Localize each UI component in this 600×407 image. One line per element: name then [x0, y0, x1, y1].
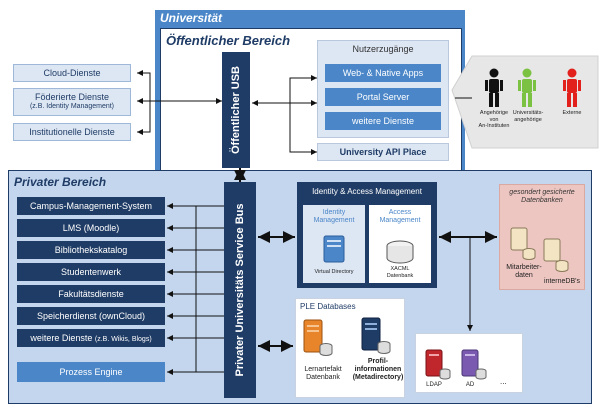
ldap-server-icon: [425, 349, 451, 380]
portal-server: Portal Server: [325, 88, 441, 106]
xacml-database-icon: [386, 240, 414, 264]
federated-services-label: Föderierte Dienste: [34, 92, 110, 102]
university-title: Universität: [160, 11, 223, 25]
learning-artifact-label: Lernartefakt Datenbank: [304, 366, 342, 381]
private-area-title: Privater Bereich: [14, 175, 107, 189]
federated-services-sublabel: (z.B. Identity Management): [29, 103, 115, 110]
user-label-external: Externe: [562, 110, 582, 116]
member-affiliated-institutes-figure: [485, 68, 503, 107]
employee-data-label: Mitarbeiter- daten: [506, 264, 542, 279]
virtual-directory-caption: Virtual Directory: [314, 269, 354, 275]
ldap-label: LDAP: [426, 382, 442, 388]
identity-management-label: Identity Management: [313, 209, 355, 224]
service-storage-owncloud: Speicherdienst (ownCloud): [17, 307, 165, 325]
public-area-title: Öffentlicher Bereich: [166, 33, 291, 48]
university-member-figure: [518, 68, 536, 107]
internal-db-label: interneDB's: [544, 278, 580, 285]
ad-label: AD: [465, 382, 475, 388]
internal-db-server-icon: [543, 238, 569, 272]
web-native-apps: Web- & Native Apps: [325, 64, 441, 82]
public-usb-bar: Öffentlicher USB: [222, 52, 250, 168]
service-faculty: Fakultätsdienste: [17, 285, 165, 303]
user-label-university: Universitäts-angehörige: [512, 110, 544, 123]
service-lms-moodle: LMS (Moodle): [17, 219, 165, 237]
private-service-bus: Privater Universitäts Service Bus: [224, 182, 256, 398]
learning-artifact-db-icon: [303, 319, 333, 356]
access-management-label: Access Management: [379, 209, 421, 224]
service-campus-management: Campus-Management-System: [17, 197, 165, 215]
institutional-services: Institutionelle Dienste: [13, 123, 131, 141]
xacml-caption: XACML Datenbank: [386, 266, 414, 279]
federated-services: Föderierte Dienste (z.B. Identity Manage…: [13, 88, 131, 116]
employee-data-server-icon: [510, 227, 536, 260]
profile-info-label: Profil- informationen (Metadirectory): [352, 358, 404, 381]
further-services: weitere Dienste: [325, 112, 441, 130]
iam-title: Identity & Access Management: [312, 187, 422, 196]
more-directories-label: ...: [500, 377, 507, 386]
external-figure: [563, 68, 581, 107]
profile-info-db-icon: [361, 317, 391, 354]
cloud-services: Cloud-Dienste: [13, 64, 131, 82]
process-engine: Prozess Engine: [17, 362, 165, 382]
user-access-title: Nutzerzugänge: [352, 44, 414, 54]
virtual-directory-server-icon: [323, 235, 345, 263]
secure-databases-title: gesondert gesicherte Datenbanken: [509, 189, 575, 204]
service-library-catalog: Bibliothekskatalog: [17, 241, 165, 259]
service-further: weitere Dienste (z.B. Wikis, Blogs): [17, 329, 165, 347]
ad-server-icon: [461, 349, 487, 380]
service-student-union: Studentenwerk: [17, 263, 165, 281]
university-api-place: University API Place: [317, 143, 449, 161]
ple-databases-title: PLE Databases: [300, 302, 356, 311]
